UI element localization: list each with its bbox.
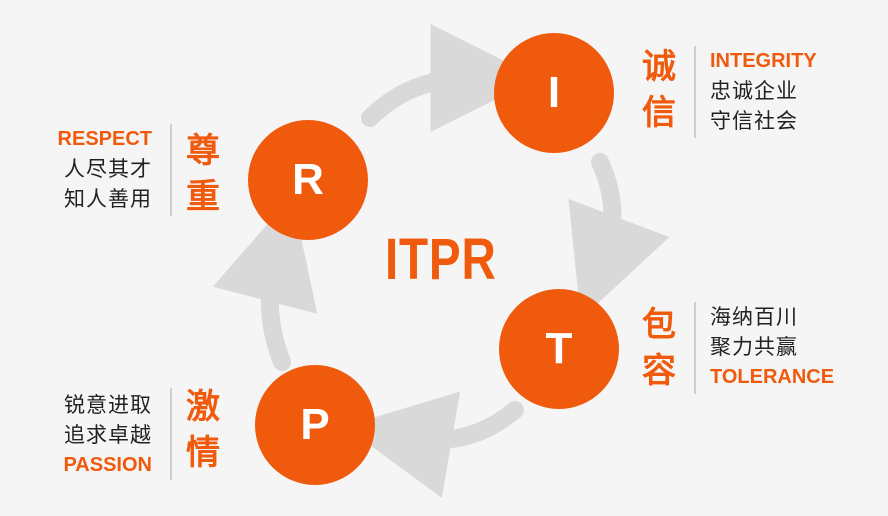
- tolerance-block: 海纳百川 聚力共赢 TOLERANCE: [710, 302, 834, 392]
- respect-line-2: 知人善用: [64, 187, 152, 211]
- respect-cn-title: 尊重: [186, 131, 220, 217]
- respect-divider: [170, 124, 172, 216]
- tolerance-line-1: 海纳百川: [710, 305, 798, 329]
- integrity-en: INTEGRITY: [710, 50, 817, 72]
- respect-en: RESPECT: [57, 128, 152, 150]
- arrow-i-to-t: [568, 153, 670, 319]
- passion-block: 锐意进取 追求卓越 PASSION: [63, 390, 152, 480]
- arrow-p-to-r: [212, 195, 318, 371]
- passion-line-2: 追求卓越: [64, 423, 152, 447]
- integrity-divider: [694, 46, 696, 138]
- respect-line-1: 人尽其才: [64, 157, 152, 181]
- circle-i: I: [494, 33, 614, 153]
- arrow-t-to-p: [344, 391, 524, 498]
- center-title: ITPR: [385, 227, 497, 292]
- integrity-line-2: 守信社会: [710, 109, 798, 133]
- passion-divider: [170, 388, 172, 480]
- respect-block: RESPECT 人尽其才 知人善用: [58, 124, 152, 214]
- tolerance-divider: [694, 302, 696, 394]
- circle-t: T: [499, 289, 619, 409]
- arrow-r-to-i: [361, 24, 539, 133]
- tolerance-cn-title: 包容: [642, 305, 676, 391]
- passion-cn-title: 激情: [186, 387, 220, 473]
- passion-en: PASSION: [63, 454, 152, 476]
- integrity-line-1: 忠诚企业: [710, 79, 798, 103]
- integrity-cn-title: 诚信: [642, 47, 676, 133]
- tolerance-line-2: 聚力共赢: [710, 335, 798, 359]
- tolerance-en: TOLERANCE: [710, 366, 835, 388]
- circle-p: P: [255, 365, 375, 485]
- circle-r: R: [248, 120, 368, 240]
- integrity-block: INTEGRITY 忠诚企业 守信社会: [710, 46, 817, 136]
- passion-line-1: 锐意进取: [64, 393, 152, 417]
